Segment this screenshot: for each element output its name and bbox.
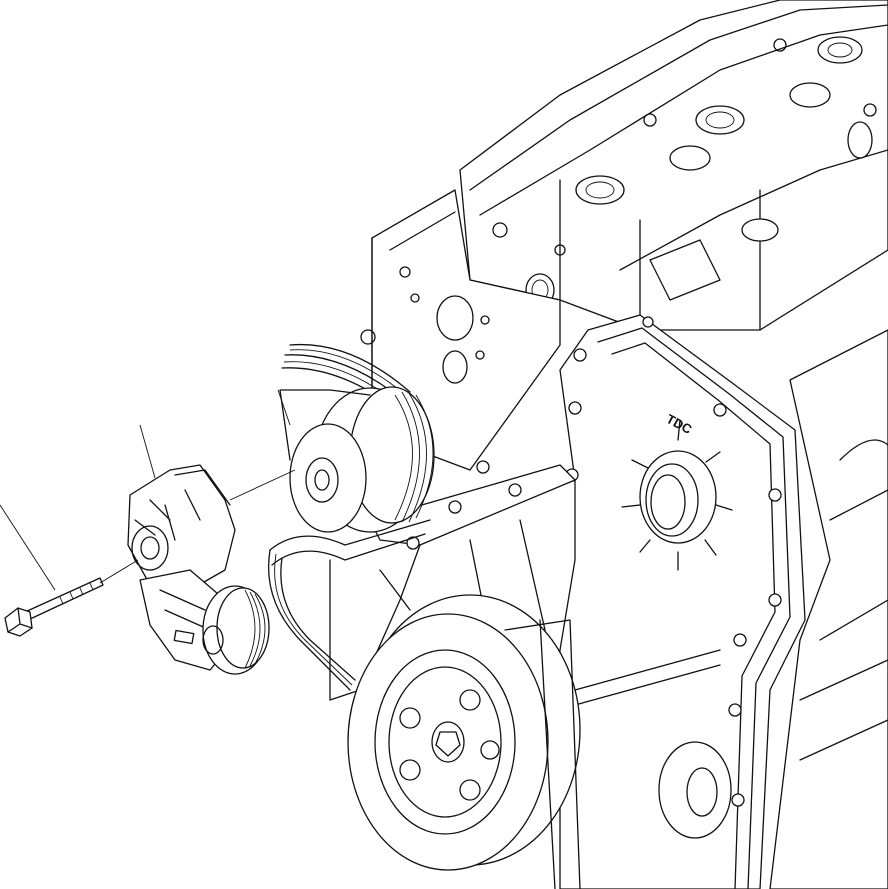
tensioner-bolt <box>4 577 104 637</box>
crankshaft-pulley <box>347 594 581 889</box>
belt-tensioner <box>127 464 270 675</box>
upper-pulley <box>279 386 435 533</box>
engine-block-right <box>769 329 888 889</box>
leader-lines <box>0 389 296 591</box>
cylinder-head <box>459 0 888 331</box>
timing-cover: TDC <box>559 314 806 889</box>
